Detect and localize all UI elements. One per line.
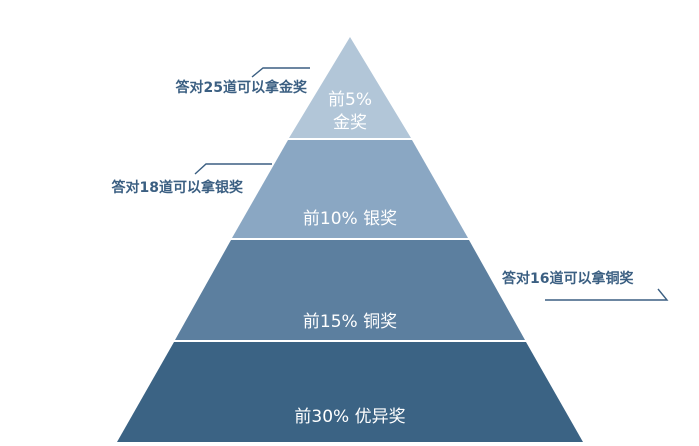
tier-bronze-label: 前15% 铜奖 — [303, 312, 397, 332]
callout-bronze-leader — [545, 288, 669, 301]
callout-gold-leader — [251, 67, 310, 78]
tier-gold-label-line2: 金奖 — [333, 113, 367, 133]
tier-gold-shape — [289, 37, 411, 138]
tier-merit-label: 前30% 优异奖 — [294, 407, 405, 427]
callout-gold-text: 答对25道可以拿金奖 — [176, 79, 308, 96]
tier-silver-label: 前10% 银奖 — [303, 209, 397, 229]
callout-silver-text: 答对18道可以拿银奖 — [112, 179, 244, 196]
tier-bronze-shape — [175, 240, 525, 340]
callout-bronze-text: 答对16道可以拿铜奖 — [502, 270, 634, 287]
tier-merit-shape — [117, 342, 583, 442]
tier-gold-label-line1: 前5% — [328, 90, 372, 110]
tier-silver-shape — [232, 140, 468, 238]
callout-silver-leader — [194, 163, 272, 175]
